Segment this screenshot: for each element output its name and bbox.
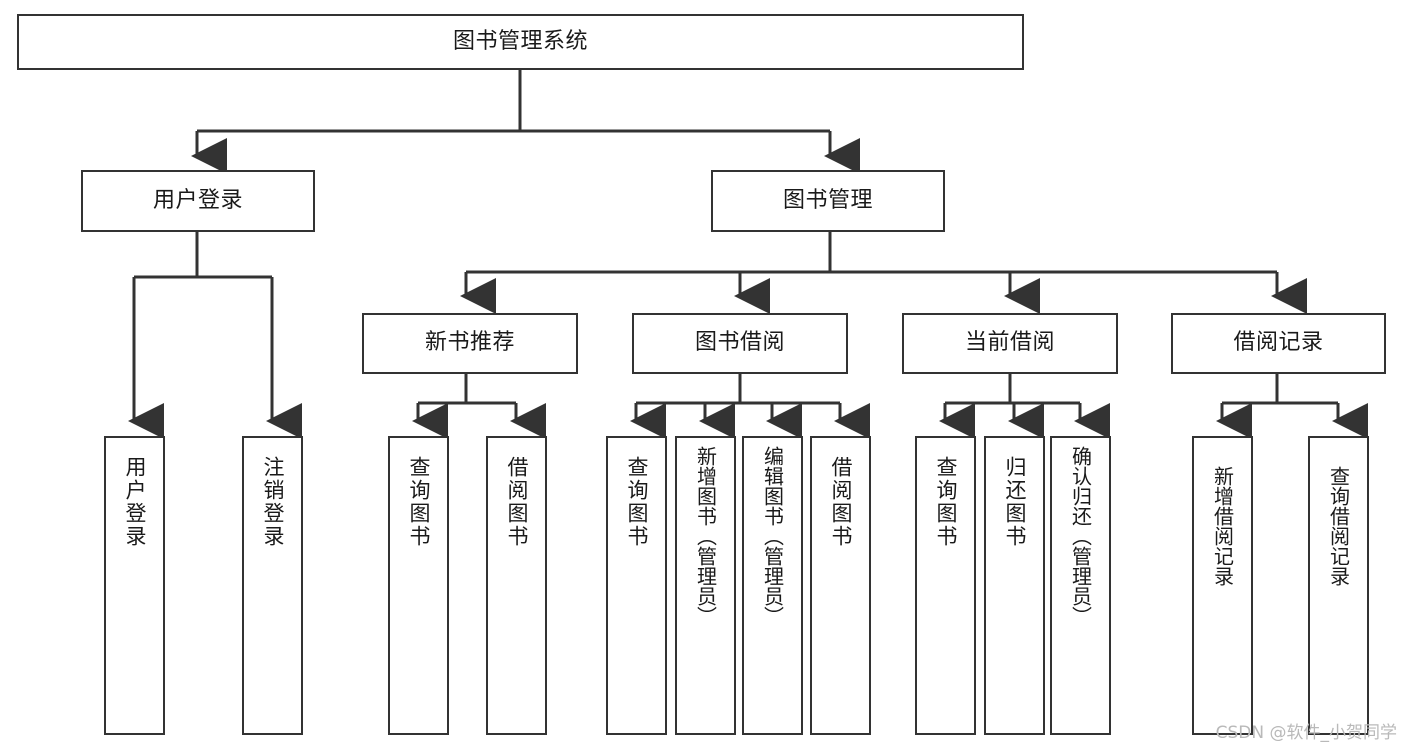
node-new-book-recommend[interactable]: 新书推荐: [362, 313, 578, 374]
leaf-add-borrow-record-label: 新增借阅记录: [1210, 466, 1235, 586]
leaf-borrow-book-2[interactable]: 借阅图书: [810, 436, 871, 735]
leaf-query-book-2[interactable]: 查询图书: [606, 436, 667, 735]
leaf-query-book-1-label: 查询图书: [407, 456, 431, 548]
node-new-book-recommend-label: 新书推荐: [424, 330, 515, 356]
leaf-borrow-book-1[interactable]: 借阅图书: [486, 436, 547, 735]
leaf-logout-login[interactable]: 注销登录: [242, 436, 303, 735]
leaf-edit-book-admin-label: 编辑图书（管理员）: [760, 446, 785, 626]
node-borrow-record-label: 借阅记录: [1233, 330, 1324, 356]
leaf-confirm-return-admin[interactable]: 确认归还（管理员）: [1050, 436, 1111, 735]
leaf-edit-book-admin[interactable]: 编辑图书（管理员）: [742, 436, 803, 735]
leaf-query-book-3[interactable]: 查询图书: [915, 436, 976, 735]
leaf-add-book-admin[interactable]: 新增图书（管理员）: [675, 436, 736, 735]
leaf-user-login[interactable]: 用户登录: [104, 436, 165, 735]
leaf-query-borrow-record-label: 查询借阅记录: [1326, 466, 1351, 586]
node-root[interactable]: 图书管理系统: [17, 14, 1024, 70]
leaf-borrow-book-1-label: 借阅图书: [505, 456, 529, 548]
leaf-confirm-return-admin-label: 确认归还（管理员）: [1068, 446, 1093, 626]
node-book-borrow-label: 图书借阅: [694, 330, 785, 356]
leaf-add-book-admin-label: 新增图书（管理员）: [693, 446, 718, 626]
node-root-label: 图书管理系统: [452, 28, 588, 54]
node-book-borrow[interactable]: 图书借阅: [632, 313, 848, 374]
node-user-login-label: 用户登录: [152, 187, 243, 213]
node-borrow-record[interactable]: 借阅记录: [1171, 313, 1386, 374]
leaf-query-book-1[interactable]: 查询图书: [388, 436, 449, 735]
leaf-borrow-book-2-label: 借阅图书: [829, 456, 853, 548]
leaf-return-book[interactable]: 归还图书: [984, 436, 1045, 735]
leaf-query-borrow-record[interactable]: 查询借阅记录: [1308, 436, 1369, 735]
leaf-add-borrow-record[interactable]: 新增借阅记录: [1192, 436, 1253, 735]
node-current-borrow[interactable]: 当前借阅: [902, 313, 1118, 374]
node-current-borrow-label: 当前借阅: [964, 330, 1055, 356]
csdn-watermark: CSDN @软件_小贺同学: [1215, 723, 1397, 743]
leaf-query-book-3-label: 查询图书: [934, 456, 958, 548]
leaf-query-book-2-label: 查询图书: [625, 456, 649, 548]
node-user-login[interactable]: 用户登录: [81, 170, 315, 232]
leaf-return-book-label: 归还图书: [1003, 456, 1027, 548]
leaf-user-login-label: 用户登录: [123, 456, 147, 548]
leaf-logout-login-label: 注销登录: [261, 456, 285, 548]
node-book-management-label: 图书管理: [782, 187, 873, 213]
node-book-management[interactable]: 图书管理: [711, 170, 945, 232]
